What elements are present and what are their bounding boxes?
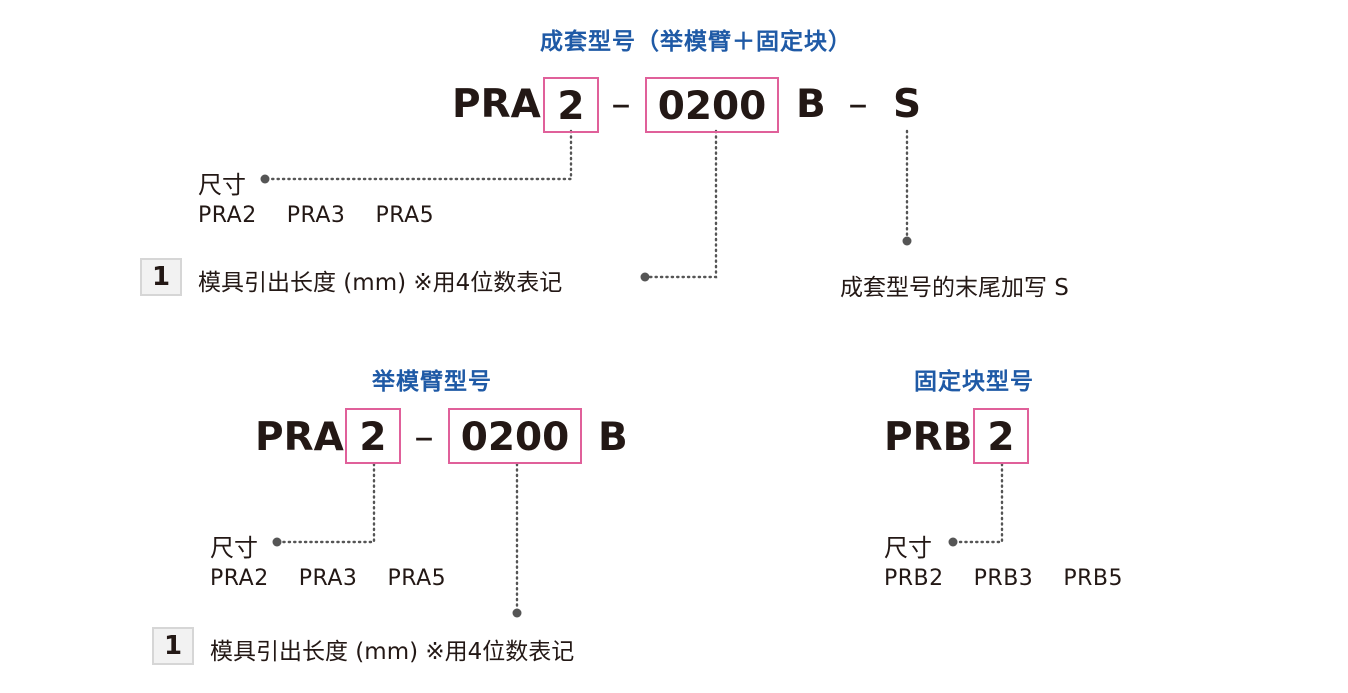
- size-option: PRB3: [973, 566, 1034, 591]
- top-prefix: PRA: [452, 82, 541, 127]
- left-size-dot: [272, 537, 282, 547]
- size-option: PRA2: [210, 566, 269, 591]
- size-option: PRA5: [387, 566, 447, 591]
- set-model-title: 成套型号（举模臂＋固定块）: [540, 29, 852, 55]
- left-dash: –: [414, 415, 434, 460]
- left-size-options: PRA2 PRA3 PRA5: [210, 566, 446, 591]
- size-option: PRA3: [298, 566, 358, 591]
- top-length-dot: [640, 272, 650, 282]
- top-size-label: 尺寸: [198, 171, 246, 199]
- size-option: PRA2: [198, 203, 257, 228]
- top-suffix: S: [893, 82, 922, 127]
- left-size-label: 尺寸: [210, 534, 258, 562]
- top-dash-1: –: [611, 82, 631, 127]
- size-option: PRB5: [1063, 566, 1123, 591]
- top-size-leader: [268, 129, 573, 181]
- left-size-leader: [280, 462, 376, 544]
- right-size-dot: [948, 537, 958, 547]
- size-option: PRA3: [286, 203, 346, 228]
- top-size-options: PRA2 PRA3 PRA5: [198, 203, 434, 228]
- right-size-box: 2: [973, 408, 1029, 464]
- size-option: PRB2: [884, 566, 944, 591]
- left-size-box: 2: [345, 408, 401, 464]
- top-size-box: 2: [543, 77, 599, 133]
- top-size-dot: [260, 174, 270, 184]
- right-prefix: PRB: [884, 415, 973, 460]
- left-type: B: [598, 415, 628, 460]
- right-size-leader: [956, 462, 1004, 544]
- right-size-label: 尺寸: [884, 534, 932, 562]
- top-length-box: 0200: [645, 77, 779, 133]
- top-dash-2: –: [848, 82, 868, 127]
- top-type: B: [796, 82, 826, 127]
- left-length-box: 0200: [448, 408, 582, 464]
- size-option: PRA5: [375, 203, 435, 228]
- left-note-number-badge: 1: [152, 627, 194, 665]
- left-length-note: 模具引出长度 (mm) ※用4位数表记: [210, 639, 575, 665]
- top-length-note: 模具引出长度 (mm) ※用4位数表记: [198, 270, 563, 296]
- fixed-block-title: 固定块型号: [914, 369, 1034, 395]
- top-suffix-dot: [902, 236, 912, 246]
- top-suffix-note: 成套型号的末尾加写 S: [840, 275, 1069, 301]
- left-prefix: PRA: [255, 415, 344, 460]
- right-size-options: PRB2 PRB3 PRB5: [884, 566, 1123, 591]
- top-length-leader: [648, 129, 718, 279]
- left-length-dot: [512, 608, 522, 618]
- top-note-number-badge: 1: [140, 258, 182, 296]
- lift-arm-title: 举模臂型号: [372, 369, 492, 395]
